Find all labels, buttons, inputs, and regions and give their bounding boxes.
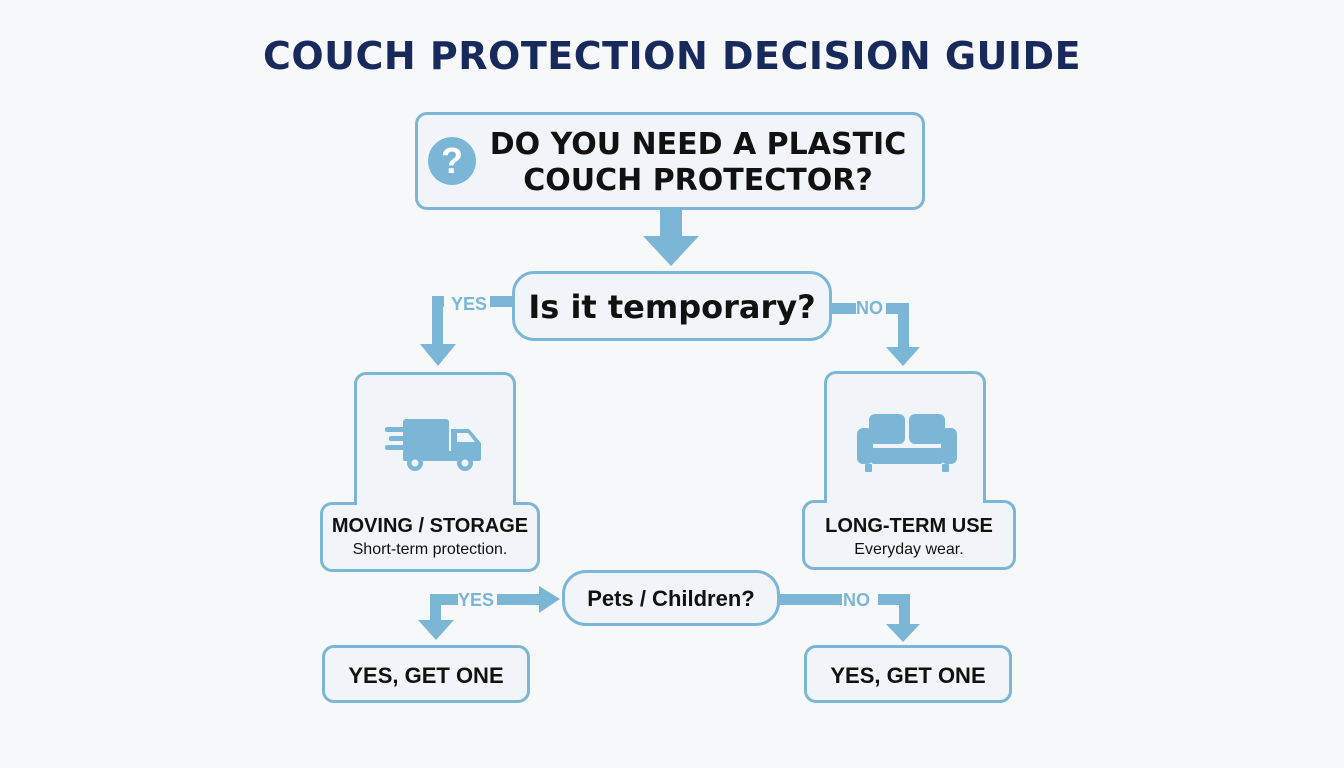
- result-left-text: YES, GET ONE: [348, 663, 504, 688]
- long-term-use-label-box: LONG-TERM USE Everyday wear.: [802, 500, 1016, 570]
- long-term-use-node: [824, 371, 986, 521]
- decision-temporary-text: Is it temporary?: [528, 288, 816, 326]
- long-term-use-subtitle: Everyday wear.: [854, 541, 964, 558]
- decision-pets-children-text: Pets / Children?: [587, 586, 755, 611]
- sofa-icon: [857, 414, 957, 472]
- moving-storage-node: [354, 372, 516, 522]
- decision-pets-children: Pets / Children?: [562, 570, 780, 626]
- box-joint: [357, 500, 513, 506]
- result-right-text: YES, GET ONE: [830, 663, 986, 688]
- start-question-line1: DO YOU NEED A PLASTIC: [489, 127, 907, 162]
- result-left: YES, GET ONE: [322, 645, 530, 703]
- edge-label-no: NO: [856, 298, 883, 318]
- page-title: COUCH PROTECTION DECISION GUIDE: [262, 34, 1082, 78]
- start-node: ? DO YOU NEED A PLASTIC COUCH PROTECTOR?: [415, 112, 925, 210]
- edge-label-no: NO: [843, 590, 870, 610]
- result-right: YES, GET ONE: [804, 645, 1012, 703]
- moving-storage-title: MOVING / STORAGE: [331, 515, 529, 537]
- box-joint: [827, 498, 983, 504]
- moving-truck-icon: [385, 419, 481, 471]
- moving-storage-label-box: MOVING / STORAGE Short-term protection.: [320, 502, 540, 572]
- long-term-use-title: LONG-TERM USE: [825, 515, 993, 537]
- question-icon: ?: [428, 137, 476, 185]
- edge-label-yes: YES: [458, 590, 495, 610]
- start-question-line2: COUCH PROTECTOR?: [523, 163, 873, 198]
- moving-storage-subtitle: Short-term protection.: [352, 541, 508, 558]
- decision-temporary: Is it temporary?: [512, 271, 832, 341]
- edge-label-yes: YES: [451, 294, 488, 314]
